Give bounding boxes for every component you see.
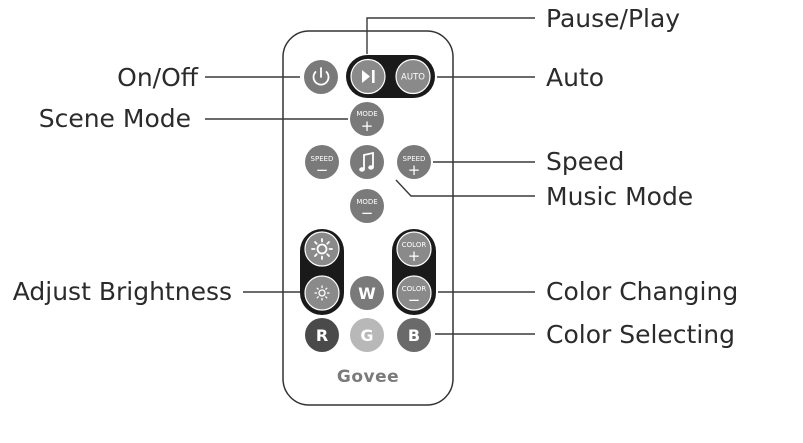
green-button[interactable]: G bbox=[350, 318, 384, 352]
plus-sign: + bbox=[408, 247, 421, 265]
speed-minus-button[interactable]: SPEED − bbox=[305, 145, 339, 179]
label-auto: Auto bbox=[546, 63, 604, 92]
label-pause-play: Pause/Play bbox=[546, 4, 680, 33]
govee-logo: Govee bbox=[337, 367, 399, 387]
power-button[interactable] bbox=[304, 60, 338, 94]
color-plus-button[interactable]: COLOR + bbox=[396, 231, 432, 267]
color-minus-label: COLOR bbox=[402, 285, 427, 293]
mode-minus-label: MODE bbox=[356, 198, 377, 206]
label-on-off: On/Off bbox=[117, 63, 199, 92]
sun-small-icon bbox=[314, 285, 330, 301]
music-note-icon bbox=[359, 151, 374, 172]
label-color-selecting: Color Selecting bbox=[546, 320, 735, 349]
speed-plus-label: SPEED bbox=[403, 155, 426, 163]
blue-button-label: B bbox=[408, 326, 420, 345]
red-button-label: R bbox=[316, 326, 328, 345]
label-adjust-brightness: Adjust Brightness bbox=[13, 277, 232, 306]
brightness-up-button[interactable] bbox=[304, 231, 340, 267]
white-button[interactable]: W bbox=[350, 276, 384, 310]
plus-sign: + bbox=[408, 161, 421, 179]
white-button-label: W bbox=[358, 284, 376, 303]
green-button-label: G bbox=[360, 326, 373, 345]
speed-plus-button[interactable]: SPEED + bbox=[397, 145, 431, 179]
mode-minus-button[interactable]: MODE − bbox=[350, 189, 384, 223]
sun-large-icon bbox=[311, 238, 333, 260]
mode-plus-label: MODE bbox=[356, 110, 377, 118]
power-icon bbox=[312, 71, 330, 86]
speed-minus-label: SPEED bbox=[311, 155, 334, 163]
leader-pause-play bbox=[366, 17, 535, 54]
mode-plus-button[interactable]: MODE + bbox=[350, 102, 384, 136]
plus-sign: + bbox=[361, 117, 374, 135]
label-speed: Speed bbox=[546, 147, 624, 176]
pause-play-button[interactable] bbox=[350, 58, 386, 95]
blue-button[interactable]: B bbox=[397, 318, 431, 352]
auto-button-label: AUTO bbox=[401, 73, 425, 83]
color-plus-label: COLOR bbox=[402, 241, 427, 249]
brightness-down-button[interactable] bbox=[304, 275, 340, 311]
music-mode-button[interactable] bbox=[350, 145, 384, 179]
color-minus-button[interactable]: COLOR − bbox=[396, 275, 432, 311]
minus-sign: − bbox=[408, 291, 421, 309]
label-scene-mode: Scene Mode bbox=[39, 104, 191, 133]
minus-sign: − bbox=[361, 204, 374, 222]
auto-button[interactable]: AUTO bbox=[395, 58, 431, 95]
leader-music-mode bbox=[395, 179, 535, 197]
red-button[interactable]: R bbox=[305, 318, 339, 352]
label-color-changing: Color Changing bbox=[546, 277, 738, 306]
minus-sign: − bbox=[316, 161, 329, 179]
play-pause-icon bbox=[362, 70, 375, 83]
label-music-mode: Music Mode bbox=[546, 182, 693, 211]
